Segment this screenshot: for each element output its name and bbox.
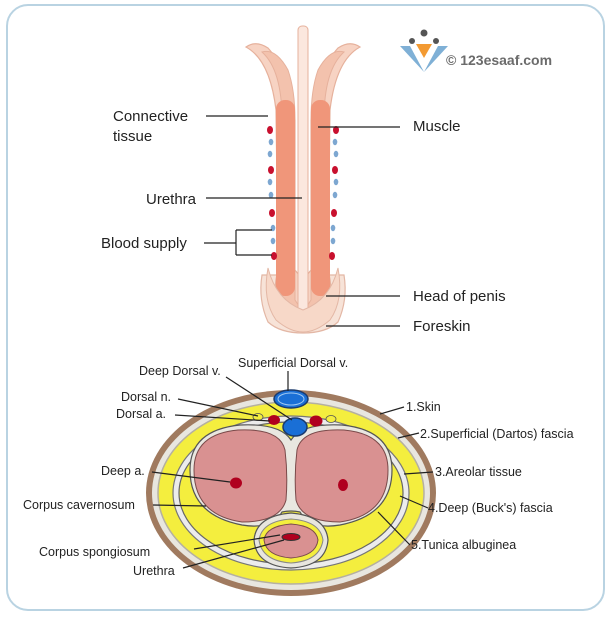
label-dartos-fascia: 2.Superficial (Dartos) fascia: [420, 427, 574, 441]
label-bucks-fascia: 4.Deep (Buck's) fascia: [428, 501, 553, 515]
label-dorsal-artery: Dorsal a.: [116, 407, 166, 421]
label-dorsal-nerve: Dorsal n.: [121, 390, 171, 404]
deep-artery-left: [230, 477, 242, 489]
label-muscle: Muscle: [413, 118, 461, 135]
label-urethra-cross: Urethra: [133, 564, 175, 578]
label-head-of-penis: Head of penis: [413, 288, 506, 305]
muscle-right: [311, 100, 330, 296]
dorsal-artery-left: [268, 415, 280, 425]
label-connective: Connective: [113, 108, 188, 125]
corpus-cavernosum-right: [294, 429, 389, 523]
label-tissue: tissue: [113, 128, 152, 145]
dorsal-nerve-right: [325, 415, 337, 423]
watermark-logo-icon: [400, 29, 448, 72]
label-corpus-spongiosum: Corpus spongiosum: [39, 545, 150, 559]
cross-section: Deep Dorsal v. Superficial Dorsal v. Dor…: [23, 356, 574, 596]
label-blood-supply: Blood supply: [101, 235, 187, 252]
urethra-lumen: [281, 533, 301, 541]
corpus-cavernosum-left: [193, 429, 288, 523]
label-deep-dorsal-vein: Deep Dorsal v.: [139, 364, 221, 378]
label-foreskin: Foreskin: [413, 318, 471, 335]
blood-vessels-left: [267, 126, 277, 260]
label-corpus-cavernosum: Corpus cavernosum: [23, 498, 135, 512]
dorsal-artery-right: [309, 415, 323, 427]
watermark-text: © 123esaaf.com: [446, 52, 552, 68]
label-tunica-albuginea: 5.Tunica albuginea: [411, 538, 516, 552]
label-areolar-tissue: 3.Areolar tissue: [435, 465, 522, 479]
label-superficial-dorsal-vein: Superficial Dorsal v.: [238, 356, 348, 370]
label-skin: 1.Skin: [406, 400, 441, 414]
label-deep-artery: Deep a.: [101, 464, 145, 478]
deep-artery-right: [338, 479, 348, 491]
blood-vessels-right: [329, 126, 339, 260]
longitudinal-section: Connective tissue Urethra Blood supply M…: [101, 25, 506, 335]
label-urethra-long: Urethra: [146, 191, 197, 208]
deep-dorsal-vein: [282, 417, 308, 437]
